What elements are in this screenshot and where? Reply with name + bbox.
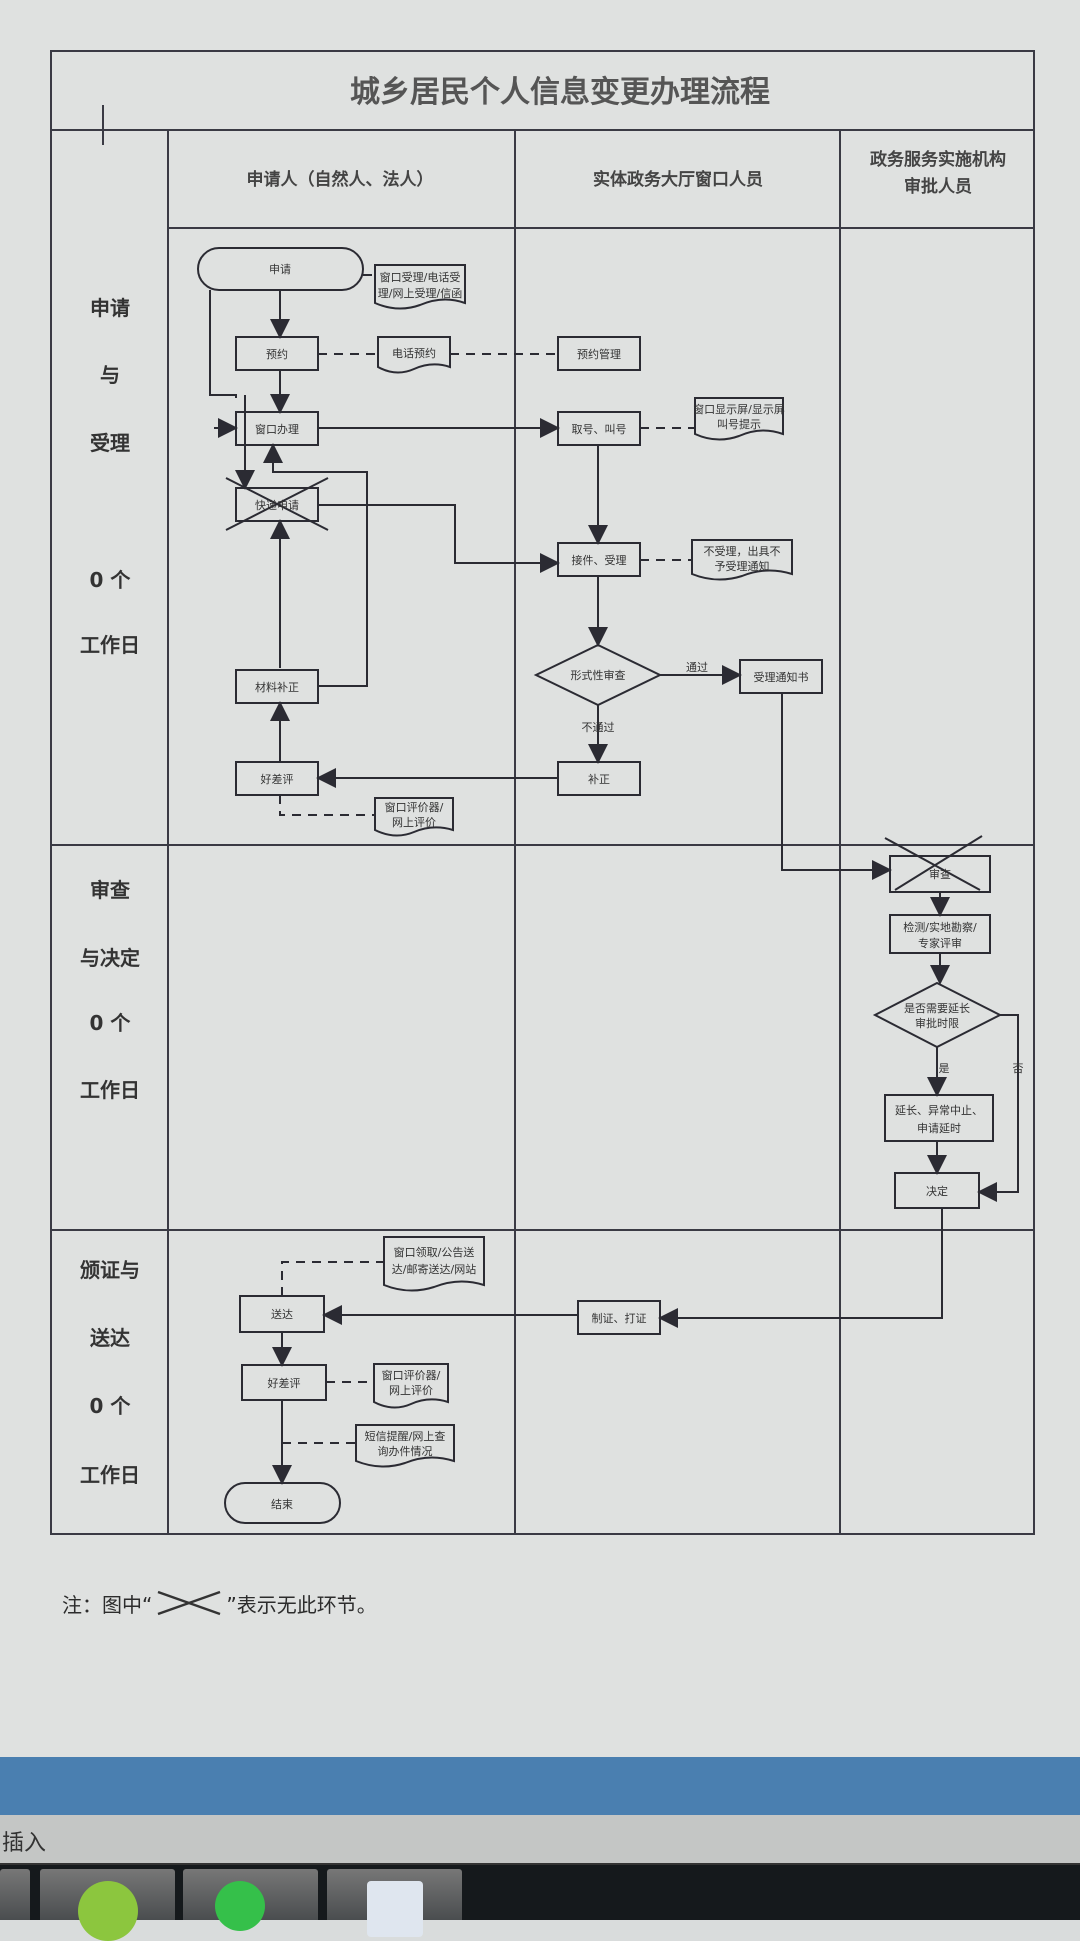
insert-mode-indicator[interactable]: 插入 — [2, 1831, 47, 1856]
lane-header-approver-l2: 审批人员 — [904, 176, 972, 197]
taskbar-button-wps-writer[interactable] — [327, 1869, 462, 1937]
reserve-label: 预约 — [266, 348, 288, 361]
extend-question-l2: 审批时限 — [915, 1016, 959, 1030]
flow-table — [50, 50, 1035, 1535]
sms-note-doc — [355, 1424, 455, 1468]
stage-1-line: 0 个 — [90, 568, 132, 592]
stage-1-line: 工作日 — [80, 633, 140, 657]
dashed-connectors — [279, 274, 695, 1444]
flowchart: 城乡居民个人信息变更办理流程 申请人（自然人、法人） 实体政务大厅窗口人员 政务… — [50, 75, 1035, 1535]
cross-mark-icon — [157, 1590, 221, 1616]
inspect-l2: 专家评审 — [918, 936, 962, 950]
deliver-note-l1: 窗口领取/公告送 — [394, 1245, 475, 1259]
take-number-label: 取号、叫号 — [572, 423, 627, 436]
connectors — [209, 290, 1019, 1485]
apply-channels-doc — [374, 264, 466, 310]
taskbar-button-partial[interactable] — [0, 1869, 30, 1920]
stage-3-line: 工作日 — [80, 1463, 140, 1487]
rating1-note-l1: 窗口评价器/ — [385, 800, 444, 814]
yes-label: 是 — [939, 1062, 950, 1075]
stage-2-line: 工作日 — [80, 1078, 140, 1102]
rating1-label: 好差评 — [261, 772, 294, 786]
accept-notice-label: 受理通知书 — [754, 670, 809, 684]
no-label: 否 — [1013, 1062, 1024, 1075]
reject-note-l2: 予受理通知 — [715, 559, 770, 573]
express-apply-label: 快递申请 — [255, 498, 299, 512]
inspect-l1: 检测/实地勘察/ — [903, 920, 977, 934]
rating2-label: 好差评 — [268, 1376, 301, 1390]
rating2-note-l1: 窗口评价器/ — [382, 1368, 441, 1382]
rating1-note-doc — [374, 797, 454, 837]
crossed-out-mark — [225, 477, 329, 531]
end-terminal-label: 结束 — [271, 1498, 293, 1511]
extend-question-diamond — [872, 981, 1003, 1049]
rating2-note-doc — [373, 1363, 449, 1409]
accept-label: 接件、受理 — [572, 554, 627, 567]
stage-2-line: 与决定 — [80, 946, 140, 970]
phone-reserve-label: 电话预约 — [392, 347, 436, 360]
crossed-out-mark — [884, 837, 981, 891]
lane-header-window-staff: 实体政务大厅窗口人员 — [593, 169, 763, 190]
ie-browser-icon — [77, 1881, 138, 1941]
apply-channels-l1: 窗口受理/电话受 — [380, 270, 461, 284]
make-cert-label: 制证、打证 — [592, 1311, 647, 1325]
wechat-icon — [214, 1881, 265, 1931]
fail-label: 不通过 — [582, 721, 615, 734]
footnote-suffix: ”表示无此环节。 — [226, 1592, 377, 1617]
stage-3-line: 颁证与 — [80, 1258, 140, 1282]
screen-note-doc — [694, 397, 784, 441]
status-bar: 插入 — [0, 1815, 1080, 1865]
stage-1-label: 申请 与 受理 0 个 工作日 — [80, 296, 140, 657]
reserve-mgmt-label: 预约管理 — [577, 347, 621, 361]
pass-label: 通过 — [686, 661, 708, 674]
review-label: 审查 — [929, 867, 951, 881]
window-blue-band — [0, 1757, 1080, 1815]
material-fix-label: 材料补正 — [255, 680, 299, 694]
crossed-out-mark — [894, 835, 983, 891]
wps-writer-icon — [366, 1881, 423, 1937]
stage-2-label: 审查 与决定 0 个 工作日 — [80, 878, 140, 1102]
stage-1-line: 受理 — [90, 431, 130, 455]
correction-label: 补正 — [588, 773, 610, 786]
apply-channels-l2: 理/网上受理/信函 — [378, 287, 462, 300]
phone-reserve-doc — [377, 336, 451, 374]
stage-2-line: 0 个 — [90, 1011, 132, 1035]
start-terminal-label: 申请 — [269, 263, 291, 276]
deliver-label: 送达 — [271, 1307, 293, 1321]
table-grid — [50, 105, 1035, 1535]
extend-l1: 延长、异常中止、 — [895, 1104, 983, 1117]
deliver-note-doc — [383, 1236, 485, 1292]
deliver-note-l2: 达/邮寄送达/网站 — [392, 1262, 476, 1276]
stage-2-line: 审查 — [90, 878, 130, 902]
taskbar — [0, 1865, 1080, 1941]
footnote: 注：图中“ ”表示无此环节。 — [62, 1588, 377, 1618]
formal-review-label: 形式性审查 — [571, 668, 626, 682]
decision-label: 决定 — [926, 1184, 948, 1198]
footnote-prefix: 注：图中“ — [62, 1592, 153, 1617]
window-handle-label: 窗口办理 — [255, 422, 299, 436]
reserve-mgmt-box — [557, 336, 641, 371]
stage-3-label: 颁证与 送达 0 个 工作日 — [80, 1258, 140, 1487]
stage-1-line: 申请 — [90, 296, 130, 320]
screen-note-l1: 窗口显示屏/显示屏 — [693, 402, 785, 416]
taskbar-button-wechat[interactable] — [183, 1869, 318, 1931]
stage-3-line: 0 个 — [90, 1394, 132, 1418]
reject-note-doc — [691, 539, 793, 581]
lane-header-approver-l1: 政务服务实施机构 — [870, 149, 1006, 170]
reject-note-l1: 不受理，出具不 — [704, 544, 781, 558]
sms-note-l1: 短信提醒/网上查 — [365, 1429, 446, 1443]
screen-note-l2: 叫号提示 — [717, 418, 761, 431]
stage-1-line: 与 — [100, 363, 120, 387]
rating2-note-l2: 网上评价 — [389, 1384, 433, 1397]
stage-3-line: 送达 — [90, 1326, 130, 1350]
document-title: 城乡居民个人信息变更办理流程 — [350, 75, 770, 110]
extend-l2: 申请延时 — [917, 1122, 961, 1135]
lane-header-applicant: 申请人（自然人、法人） — [247, 169, 434, 190]
taskbar-button-browser[interactable] — [40, 1869, 175, 1941]
extend-question-l1: 是否需要延长 — [904, 1002, 970, 1015]
sms-note-l2: 询办件情况 — [378, 1445, 433, 1458]
rating1-note-l2: 网上评价 — [392, 816, 436, 829]
document-page: 城乡居民个人信息变更办理流程 申请人（自然人、法人） 实体政务大厅窗口人员 政务… — [50, 50, 1035, 1618]
